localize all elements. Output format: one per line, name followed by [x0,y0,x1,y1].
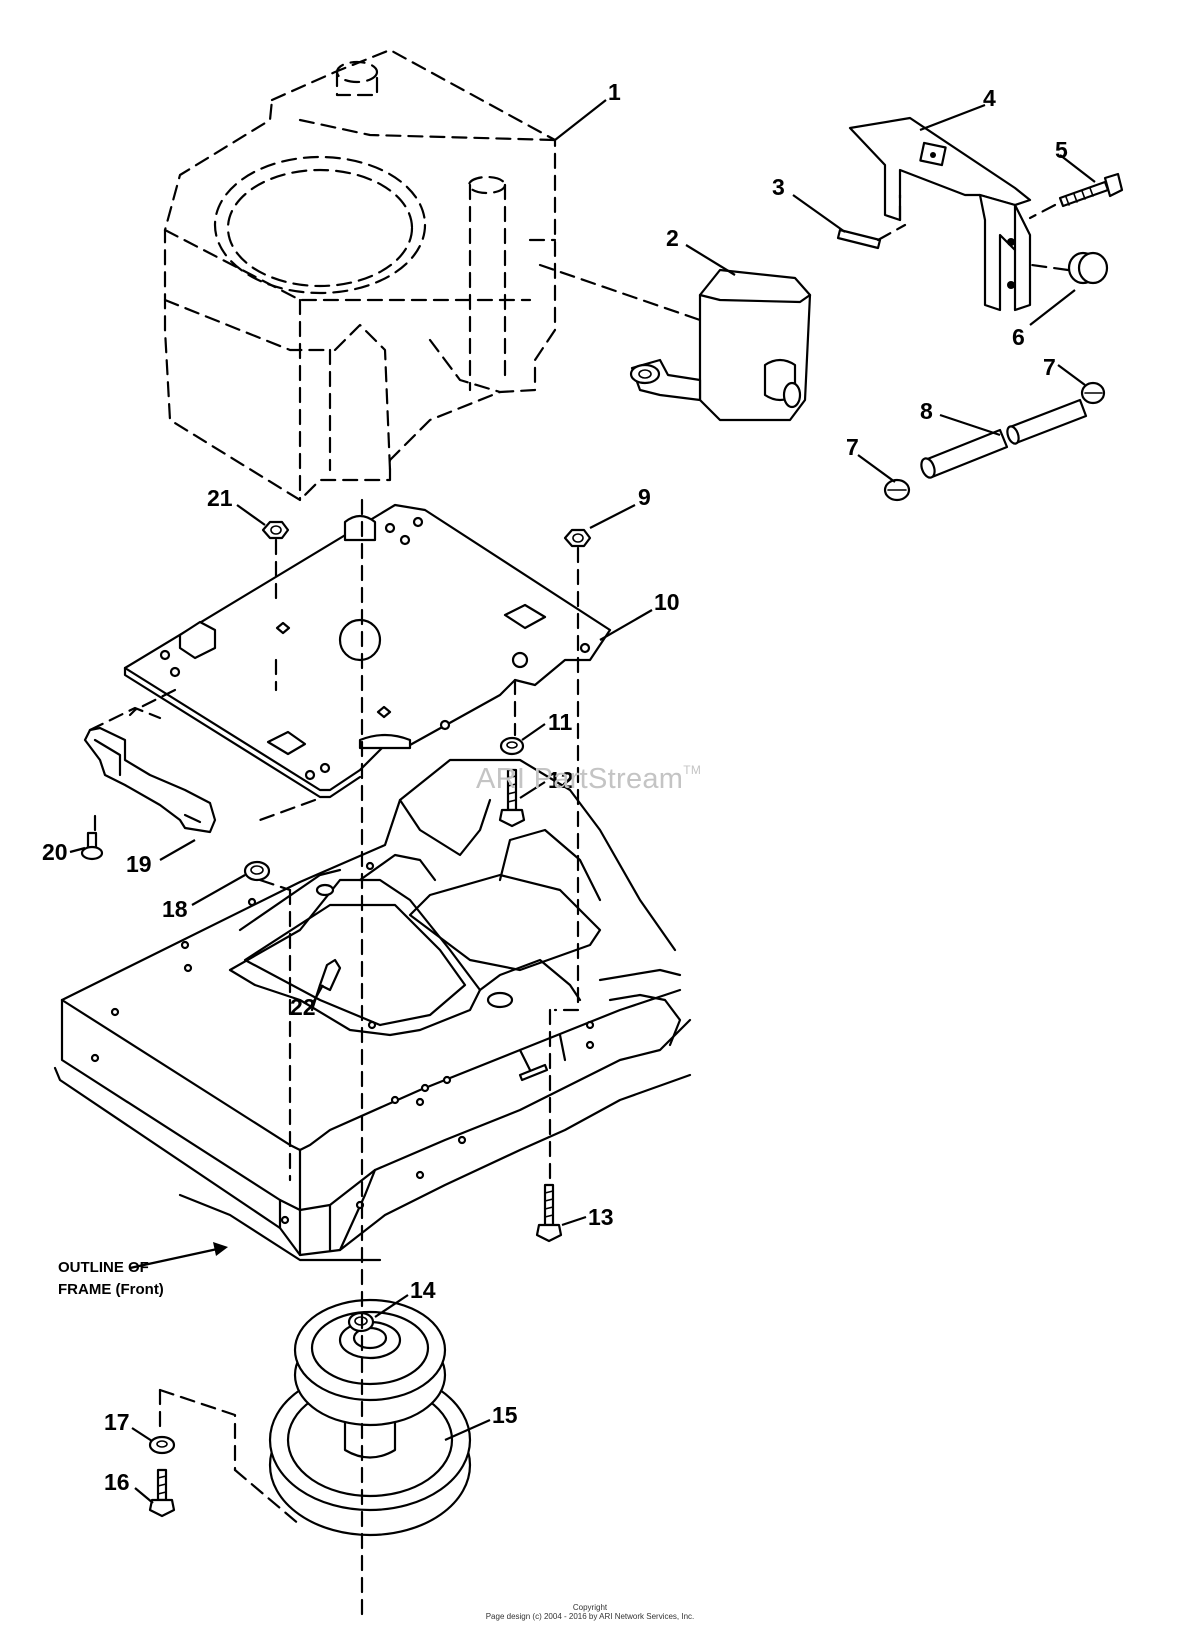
bracket-nut-clip [1030,251,1109,285]
heat-shield-pad [836,223,907,250]
callout-2: 2 [666,225,679,251]
callout-13: 13 [588,1204,614,1230]
frame-outline-note: OUTLINE OF FRAME (Front) [58,1257,164,1301]
washer-11 [499,736,525,756]
callout-7-lower: 7 [846,434,859,460]
bracket-screw [1028,172,1124,220]
heat-shield-bracket [848,116,1032,312]
callout-1: 1 [608,79,621,105]
callout-18: 18 [162,896,188,922]
callout-7-upper: 7 [1043,354,1056,380]
engine-outline [163,48,557,502]
callout-12: 12 [548,767,574,793]
callout-22: 22 [290,994,316,1020]
callout-leaders [69,99,1096,1504]
frame-outline-note-line-1: OUTLINE OF [58,1259,149,1276]
callout-17: 17 [104,1409,130,1435]
callout-8: 8 [920,398,933,424]
muffler [629,268,812,422]
callout-11: 11 [548,709,573,735]
callout-6: 6 [1012,324,1025,350]
callout-16: 16 [104,1469,130,1495]
screw-20 [80,831,104,861]
alignment-lines [93,498,580,1622]
callout-21: 21 [207,485,233,511]
callout-15: 15 [492,1402,518,1428]
callout-9: 9 [638,484,651,510]
callout-5: 5 [1055,137,1068,163]
engine-pulley [268,1298,472,1537]
engine-mounting-plate [123,503,612,799]
watermark: ARI PartStreamTM [476,763,701,796]
lock-washer-18 [243,860,271,882]
belt-guide [83,706,217,834]
hex-nut-21 [261,520,290,540]
tractor-frame [53,758,692,1262]
callout-19: 19 [126,851,152,877]
bolt-16 [148,1468,176,1518]
fuel-hose-assembly [883,381,1106,502]
callout-3: 3 [772,174,785,200]
washer-17 [148,1435,176,1455]
callout-4: 4 [983,85,996,111]
bolt-13 [535,1183,563,1243]
plate-dashed-outline [128,688,177,717]
callout-14: 14 [410,1277,436,1303]
callout-labels: 1 2 3 4 5 6 7 7 8 9 10 11 12 13 14 15 16… [42,79,1068,1495]
footer-page-design: Page design (c) 2004 - 2016 by ARI Netwo… [485,1612,695,1621]
bolt-12 [498,768,526,828]
watermark-trademark: TM [683,763,702,777]
callout-20: 20 [42,839,68,865]
engine-muffler-leader-line [538,263,702,322]
footer-copyright: Copyright [572,1603,608,1612]
callout-10: 10 [654,589,680,615]
watermark-text: ARI PartStream [476,763,684,795]
frame-outline-note-line-2: FRAME (Front) [58,1281,164,1298]
hex-nut-9 [563,528,592,548]
